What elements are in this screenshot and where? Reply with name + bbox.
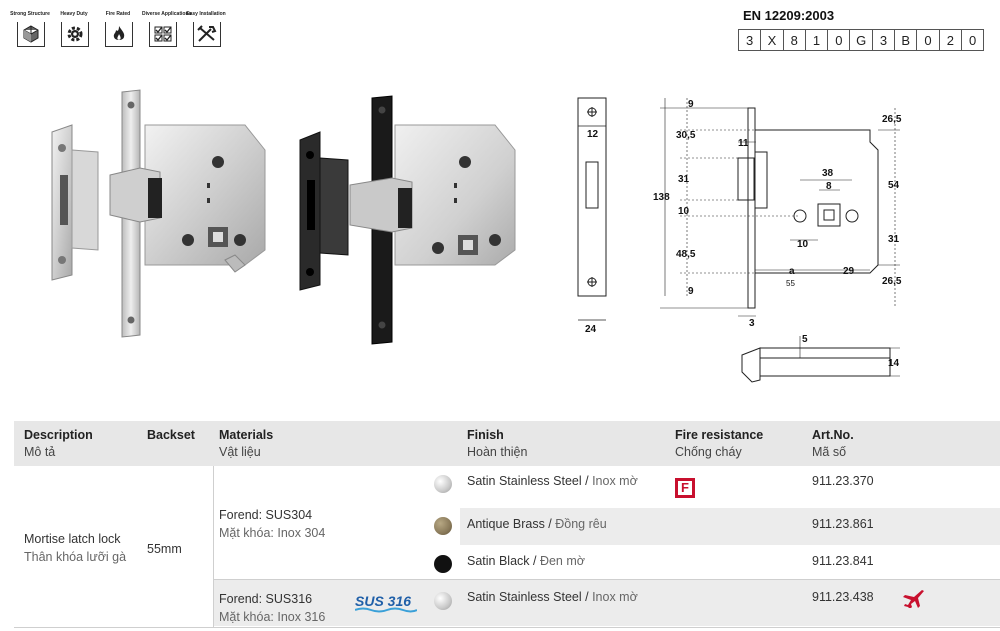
feature-diverse-applications: Diverse Applications [142,12,191,48]
swatch-satin-stainless-316 [434,592,452,610]
standard-code-digit: B [894,29,918,51]
dim-3: 3 [749,318,755,329]
dim-24: 24 [585,324,597,335]
standard-title: EN 12209:2003 [743,8,835,23]
material-divider [213,579,1000,580]
stainless-lock-photo [51,89,266,338]
dim-14: 14 [888,358,900,369]
header-backset: Backset [147,428,195,442]
cube-icon [23,25,39,43]
dim-26-5-top: 26,5 [882,114,902,125]
table-bottom-line [14,627,1000,628]
backset-cell: 55mm [147,542,182,556]
dim-5: 5 [802,334,808,345]
dim-31-left: 31 [678,174,690,185]
tools-icon [197,25,217,42]
flame-icon [113,26,125,40]
finish-row-4: Satin Stainless Steel / Inox mờ [467,590,638,604]
standard-code-digit: 3 [871,29,896,51]
standard-code-digit: 2 [938,29,962,51]
feature-fire-rated: Fire Rated [102,12,134,48]
dim-9-top: 9 [688,99,694,110]
feature-strong-structure: Strong Structure [10,12,50,48]
art-no-row-1: 911.23.370 [812,474,874,488]
dim-10-center: 10 [797,239,809,250]
dim-29: 29 [843,266,855,277]
dim-31-right: 31 [888,234,900,245]
row-band-2 [460,508,1000,545]
dim-138: 138 [653,192,670,203]
finish-row-3: Satin Black / Đen mờ [467,554,585,568]
black-lock-photo [299,95,516,345]
dim-54: 54 [888,180,900,191]
dim-30-5: 30,5 [676,130,696,141]
standard-code-digit: X [760,29,784,51]
airplane-icon [903,590,924,608]
feature-easy-installation: Easy Installation [186,12,226,48]
checklist-icon [154,26,172,42]
fire-resistance-icon: F [675,478,695,498]
technical-drawing: 12 24 9 30,5 11 31 138 10 48,5 9 3 38 8 … [577,97,902,383]
standard-code-digit: 0 [827,29,851,51]
art-no-row-4: 911.23.438 [812,590,874,604]
art-no-row-2: 911.23.861 [812,517,874,531]
dim-a-55: 55 [786,279,795,288]
dim-a: a [789,266,795,277]
gear-icon [67,26,83,42]
standard-code-digit: 8 [782,29,806,51]
swatch-satin-stainless [434,475,452,493]
table-header [14,421,1000,466]
dim-9-bottom: 9 [688,286,694,297]
feature-icons: Strong Structure Heavy Duty Fire Rated D… [10,12,226,48]
standard-code-digit: G [849,29,873,51]
finish-row-1: Satin Stainless Steel / Inox mờ [467,474,638,488]
sus316-wave [355,607,417,613]
standard-code-digit: 3 [738,29,762,51]
dim-11: 11 [738,138,749,149]
standard-code-digit: 1 [804,29,829,51]
swatch-satin-black [434,555,452,573]
dim-38: 38 [822,168,834,179]
standard-code-digit: 0 [916,29,940,51]
standard-code-digit: 0 [960,29,985,51]
header-art-no: Art.No.Mã số [812,428,854,459]
dim-10-left: 10 [678,206,690,217]
dim-48-5: 48,5 [676,249,696,260]
sus316-badge: SUS 316 [355,593,412,609]
dim-26-5-bottom: 26,5 [882,276,902,287]
art-no-row-3: 911.23.841 [812,554,874,568]
feature-heavy-duty: Heavy Duty [58,12,90,48]
row-band-4 [213,580,1000,626]
dim-12: 12 [587,129,599,140]
dim-8: 8 [826,181,832,192]
material-left-border [213,466,214,627]
swatch-antique-brass [434,517,452,535]
finish-row-2: Antique Brass / Đồng rêu [467,517,607,531]
